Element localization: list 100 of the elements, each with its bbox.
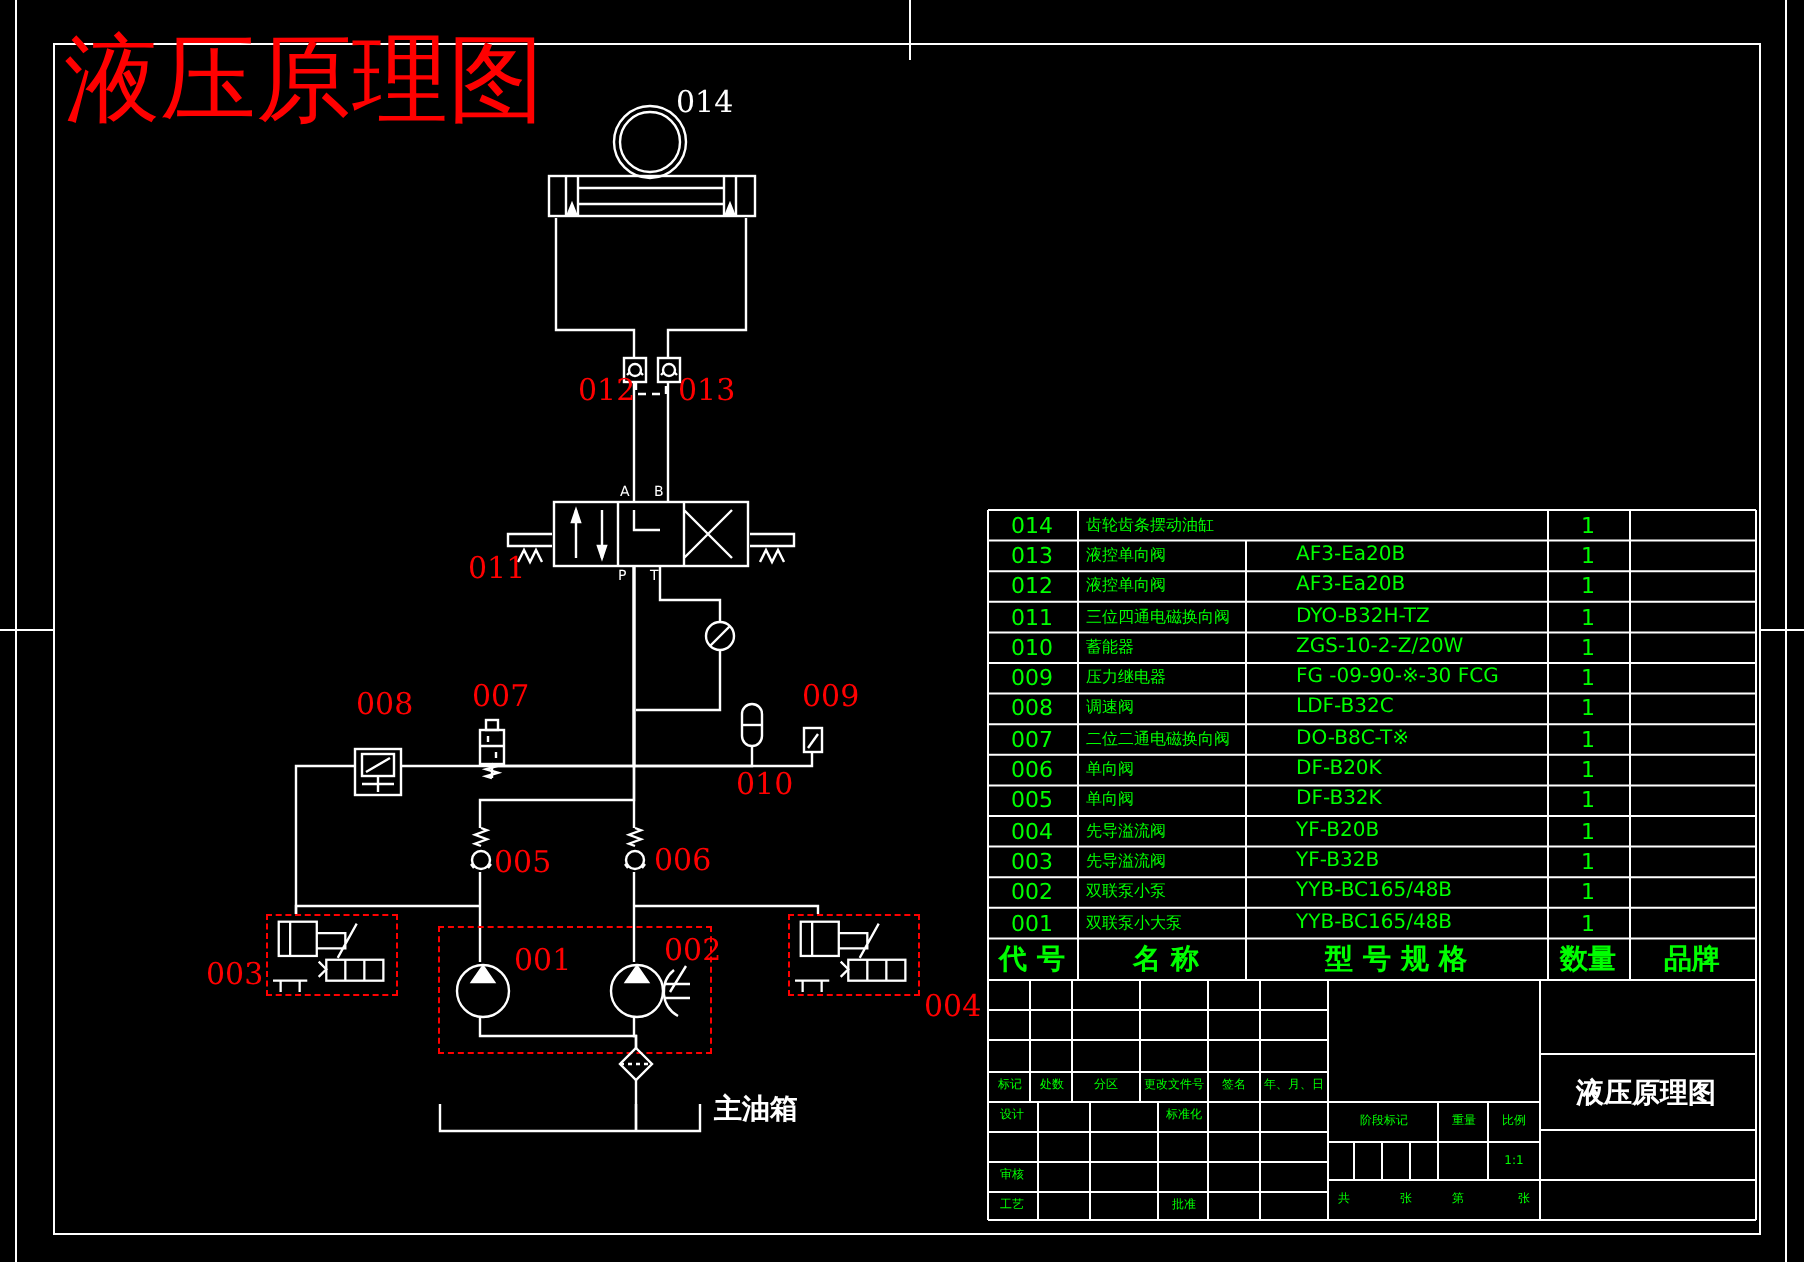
quantity: 1 (1581, 881, 1595, 904)
pipe-line (632, 1016, 638, 1048)
flow-valve-symbol (354, 748, 402, 796)
column-header: 数量 (1560, 946, 1616, 974)
quantity: 1 (1581, 667, 1595, 690)
tank-label: 主油箱 (714, 1096, 798, 1124)
pipe-line (478, 872, 482, 962)
pipe-line (632, 566, 814, 768)
pipe-line (632, 872, 636, 962)
part-code: 003 (1011, 850, 1053, 873)
part-name: 双联泵小泵 (1086, 884, 1166, 901)
model-number: DYO-B32H-TZ (1296, 607, 1430, 628)
model-number: LDF-B32C (1296, 698, 1394, 719)
part-number: 005 (494, 848, 552, 878)
part-number: 003 (206, 960, 264, 990)
column-header: 型 号 规 格 (1325, 946, 1467, 974)
model-number: FG -09-90-※-30 FCG (1296, 668, 1499, 689)
quantity: 1 (1581, 912, 1595, 935)
pipe-line (294, 904, 480, 914)
quantity: 1 (1581, 789, 1595, 812)
pipe-line (634, 382, 668, 396)
relief-valve-symbol (266, 914, 398, 996)
model-number: YF-B20B (1296, 821, 1380, 842)
part-name: 液控单向阀 (1086, 547, 1166, 564)
model-number: YYB-BC165/48B (1296, 882, 1453, 903)
pipe-line (666, 382, 670, 502)
quantity: 1 (1581, 636, 1595, 659)
part-name: 双联泵小大泵 (1086, 915, 1182, 932)
part-number: 008 (356, 690, 414, 720)
part-code: 012 (1011, 575, 1053, 598)
part-number: 010 (736, 770, 794, 800)
quantity: 1 (1581, 514, 1595, 537)
column-header: 名 称 (1133, 946, 1199, 974)
model-number: DF-B20K (1296, 760, 1382, 781)
quantity: 1 (1581, 759, 1595, 782)
part-code: 010 (1011, 636, 1053, 659)
part-code: 013 (1011, 544, 1053, 567)
pump-symbol (456, 964, 510, 1018)
part-number: 002 (664, 936, 722, 966)
part-name: 先导溢流阀 (1086, 823, 1166, 840)
column-header: 品牌 (1664, 946, 1720, 974)
check-valve-symbol (470, 828, 492, 872)
part-number: 007 (472, 682, 530, 712)
part-code: 002 (1011, 881, 1053, 904)
part-code: 005 (1011, 789, 1053, 812)
quantity: 1 (1581, 820, 1595, 843)
check-valve-symbol (624, 828, 646, 872)
part-number: 004 (924, 992, 982, 1022)
quantity: 1 (1581, 728, 1595, 751)
part-number: 013 (678, 376, 736, 406)
part-number: 014 (676, 88, 734, 118)
model-number: AF3-Ea20B (1296, 576, 1406, 597)
pipe-line (632, 382, 636, 502)
model-number: YYB-BC165/48B (1296, 913, 1453, 934)
diagram-title: 液压原理图 (64, 32, 544, 128)
model-number: DO-B8C-T※ (1296, 729, 1409, 750)
part-code: 007 (1011, 728, 1053, 751)
part-number: 012 (578, 376, 636, 406)
pipe-line (554, 218, 636, 358)
part-code: 008 (1011, 697, 1053, 720)
pressure-switch-symbol (804, 728, 822, 752)
pipe-line (666, 218, 748, 358)
drawing-title: 液压原理图 (1576, 1080, 1716, 1108)
model-number: YF-B32B (1296, 851, 1380, 872)
part-name: 单向阀 (1086, 792, 1134, 809)
part-code: 014 (1011, 514, 1053, 537)
model-number: ZGS-10-2-Z/20W (1296, 637, 1464, 658)
part-name: 液控单向阀 (1086, 578, 1166, 595)
part-code: 004 (1011, 820, 1053, 843)
solenoid-valve-symbol (480, 720, 504, 778)
part-name: 压力继电器 (1086, 670, 1166, 687)
relief-valve-symbol (788, 914, 920, 996)
quantity: 1 (1581, 606, 1595, 629)
quantity: 1 (1581, 575, 1595, 598)
pump-symbol (610, 964, 690, 1018)
part-name: 调速阀 (1086, 700, 1134, 717)
part-name: 蓄能器 (1086, 639, 1134, 656)
part-code: 009 (1011, 667, 1053, 690)
part-name: 先导溢流阀 (1086, 853, 1166, 870)
quantity: 1 (1581, 544, 1595, 567)
pipe-line (634, 1080, 638, 1104)
part-name: 二位二通电磁换向阀 (1086, 731, 1230, 748)
part-number: 006 (654, 846, 712, 876)
model-number: DF-B32K (1296, 790, 1382, 811)
part-number: 001 (514, 946, 572, 976)
part-number: 009 (802, 682, 860, 712)
part-name: 单向阀 (1086, 762, 1134, 779)
part-name: 齿轮齿条摆动油缸 (1086, 517, 1214, 534)
part-number: 011 (468, 554, 526, 584)
column-header: 代 号 (999, 946, 1065, 974)
part-code: 001 (1011, 912, 1053, 935)
accumulator-symbol (742, 704, 762, 746)
check-valve-symbol (658, 358, 680, 382)
tank-symbol (440, 1104, 700, 1132)
pipe-line (634, 904, 820, 914)
filter-symbol (620, 1048, 652, 1080)
part-code: 006 (1011, 759, 1053, 782)
quantity: 1 (1581, 850, 1595, 873)
model-number: AF3-Ea20B (1296, 545, 1406, 566)
quantity: 1 (1581, 697, 1595, 720)
